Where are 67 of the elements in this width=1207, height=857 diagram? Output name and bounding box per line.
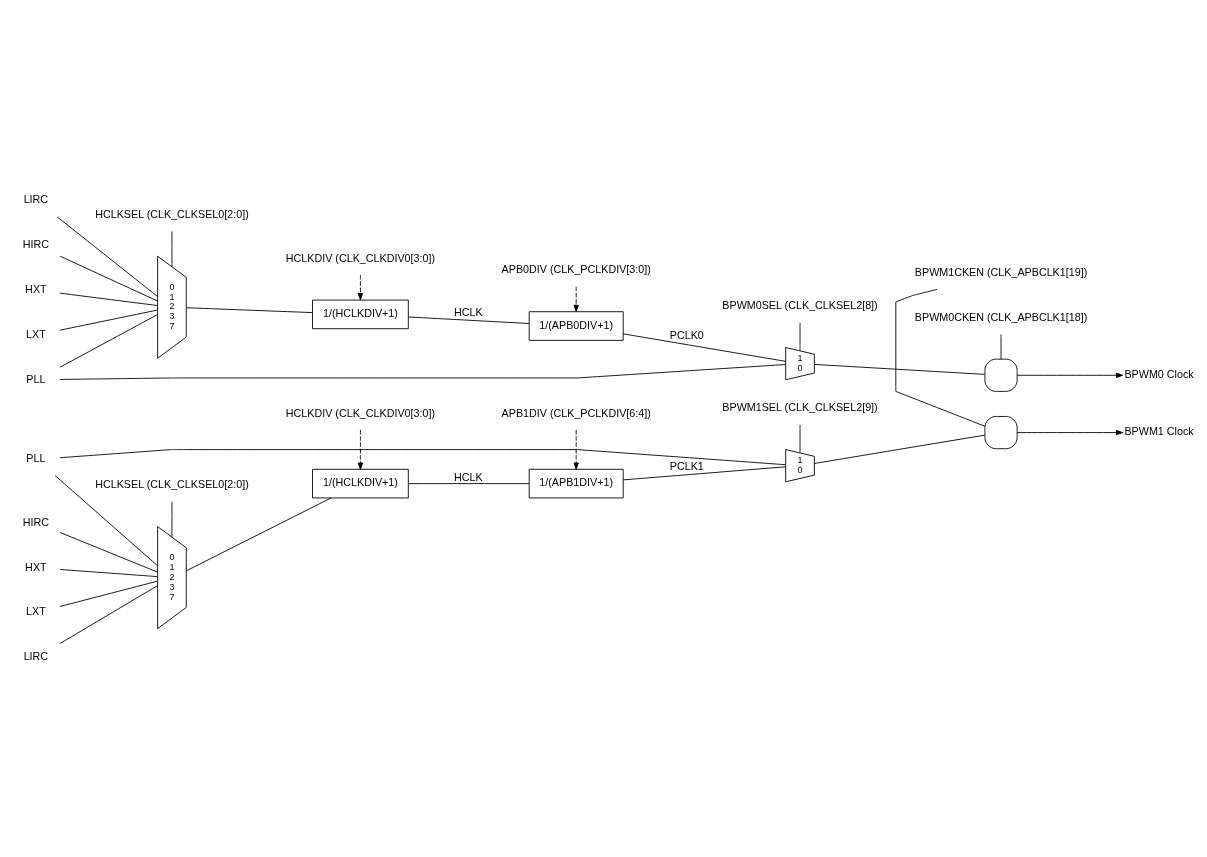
- node-text: PLL: [26, 451, 46, 464]
- arrow: [1016, 429, 1124, 435]
- connector: [408, 316, 530, 324]
- node-text: HCLKDIV (CLK_CLKDIV0[3:0]): [285, 251, 435, 264]
- connector: [56, 215, 158, 297]
- connector: [59, 531, 158, 572]
- edge-label: HCLK: [453, 470, 483, 483]
- edge-label: HCLK: [453, 305, 483, 318]
- node-box: 0 1 2 3 7: [157, 255, 187, 359]
- connector: [799, 423, 801, 453]
- connector: [171, 500, 173, 538]
- node-text: BPWM0CKEN (CLK_APBCLK1[18]): [914, 310, 1088, 323]
- node-text: HIRC: [22, 237, 49, 250]
- connector: [799, 321, 801, 351]
- node-text: HXT: [25, 282, 47, 295]
- node-text: HCLKDIV (CLK_CLKDIV0[3:0]): [285, 406, 435, 419]
- node-text: LXT: [26, 604, 46, 617]
- connector: [59, 363, 787, 380]
- node-text: LIRC: [23, 649, 49, 662]
- node-box: 1 0: [785, 346, 815, 380]
- connector: [622, 332, 787, 362]
- node-text: BPWM1SEL (CLK_CLKSEL2[9]): [722, 400, 878, 413]
- node-text: HIRC: [22, 515, 49, 528]
- node-text: HCLKSEL (CLK_CLKSEL0[2:0]): [95, 207, 249, 220]
- node-text: LXT: [26, 327, 46, 340]
- connector: [814, 434, 986, 464]
- arrow: [357, 274, 364, 300]
- connector: [59, 309, 158, 331]
- node-gate: [984, 358, 1018, 392]
- node-text: BPWM0SEL (CLK_CLKSEL2[8]): [722, 298, 878, 311]
- connector: [59, 580, 158, 607]
- node-box: 1/(APB1DIV+1): [528, 468, 624, 498]
- node-text: LIRC: [23, 192, 49, 205]
- connector: [408, 482, 530, 484]
- node-box: 0 1 2 3 7: [157, 525, 187, 629]
- arrow: [357, 429, 364, 470]
- node-text: APB1DIV (CLK_PCLKDIV[6:4]): [501, 406, 651, 419]
- node-text: HCLKSEL (CLK_CLKSEL0[2:0]): [95, 477, 249, 490]
- node-text: BPWM1CKEN (CLK_APBCLK1[19]): [914, 265, 1088, 278]
- connector: [59, 448, 787, 465]
- connector: [622, 465, 787, 480]
- connector: [59, 568, 158, 577]
- arrow: [573, 285, 579, 312]
- edge-label: PCLK1: [669, 459, 704, 472]
- node-box: 1/(HCLKDIV+1): [312, 468, 409, 498]
- connector: [59, 584, 158, 644]
- node-text: BPWM0 Clock: [1124, 367, 1194, 380]
- connector: [186, 306, 313, 313]
- node-text: BPWM1 Clock: [1124, 424, 1194, 437]
- connector: [171, 230, 173, 267]
- node-gate: [984, 415, 1018, 449]
- node-text: PLL: [26, 372, 46, 385]
- connector: [54, 474, 158, 566]
- edge-label: PCLK0: [669, 328, 704, 341]
- connector: [59, 313, 158, 368]
- node-box: 1/(APB0DIV+1): [528, 310, 624, 341]
- connector: [814, 363, 986, 375]
- node-box: 1 0: [785, 448, 815, 482]
- connector: [59, 255, 158, 301]
- node-box: 1/(HCLKDIV+1): [312, 299, 409, 329]
- arrow: [1016, 372, 1124, 378]
- connector: [186, 497, 332, 571]
- arrow: [573, 429, 579, 470]
- connector: [895, 288, 986, 427]
- connector: [59, 292, 158, 306]
- node-text: HXT: [25, 560, 47, 573]
- node-text: APB0DIV (CLK_PCLKDIV[3:0]): [501, 262, 651, 275]
